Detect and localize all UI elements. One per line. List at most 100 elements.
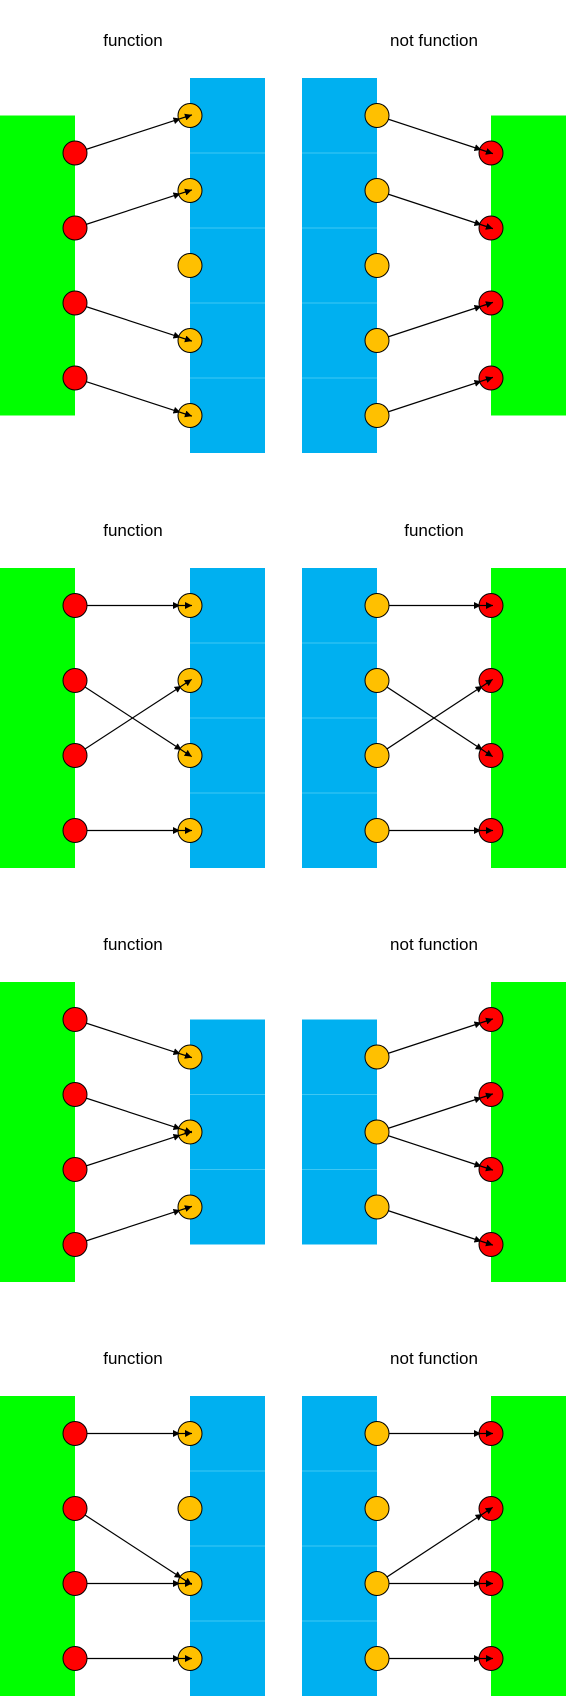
mapping-arrow-head [176, 188, 193, 196]
codomain-element-dot [364, 1496, 390, 1521]
domain-element-dot [62, 140, 88, 166]
domain-element-dot [62, 1232, 88, 1257]
domain-set-bar [491, 568, 566, 868]
panel-4-right: not function [302, 1349, 566, 1696]
mapping-arrow [376, 1513, 483, 1585]
domain-set-bar [0, 1396, 75, 1696]
mapping-arrow [376, 1096, 482, 1133]
codomain-element-dot [364, 103, 390, 128]
panel-1-right: not function [302, 31, 566, 453]
mapping-arrow-head [477, 1164, 494, 1172]
mapping-arrow [74, 1507, 182, 1579]
codomain-element-dot [364, 818, 390, 843]
mapping-arrow [376, 1206, 482, 1243]
codomain-element-dot [364, 403, 390, 428]
mapping-arrow [74, 679, 182, 751]
mapping-arrow [74, 1133, 181, 1171]
codomain-element-dot [177, 1496, 203, 1521]
mapping-arrow-head [477, 376, 494, 383]
panel-title: function [103, 521, 163, 540]
mapping-arrow-head [477, 148, 494, 155]
mapping-arrow [376, 685, 483, 757]
codomain-element-dot [364, 1571, 390, 1596]
domain-element-dot [62, 593, 88, 618]
panel-4-left: function [0, 1349, 265, 1696]
domain-set-bar [0, 568, 75, 868]
domain-element-dot [62, 818, 88, 843]
mapping-arrow-head [477, 223, 494, 230]
mapping-arrow [376, 114, 482, 152]
mapping-arrow-head [176, 335, 193, 343]
mapping-arrow [376, 379, 482, 417]
codomain-element-dot [364, 1044, 390, 1070]
mapping-arrow-head [176, 1130, 193, 1137]
mapping-arrow-head [177, 747, 193, 758]
codomain-element-dot [364, 328, 390, 353]
panel-title: function [404, 521, 464, 540]
codomain-element-dot [177, 253, 203, 278]
panel-title: not function [390, 935, 478, 954]
domain-set-bar [0, 982, 75, 1282]
panel-title: function [103, 31, 163, 50]
mapping-arrow-head [477, 1092, 494, 1100]
mapping-arrow [376, 189, 482, 227]
codomain-element-dot [364, 1119, 390, 1145]
domain-element-dot [62, 1571, 88, 1596]
mapping-arrow [74, 117, 181, 154]
domain-element-dot [62, 743, 88, 768]
mapping-arrow [376, 1131, 482, 1168]
mapping-arrow-head [176, 1205, 193, 1212]
mapping-arrow-head [176, 113, 193, 121]
domain-element-dot [62, 1421, 88, 1446]
domain-element-dot [62, 668, 88, 693]
domain-element-dot [62, 290, 88, 316]
domain-set-bar [491, 982, 566, 1282]
panel-3-left: function [0, 935, 265, 1282]
domain-set-bar [491, 1396, 566, 1696]
mapping-arrow [376, 1021, 482, 1058]
mapping-arrow-head [176, 410, 193, 418]
domain-element-dot [62, 1646, 88, 1671]
panel-title: not function [390, 1349, 478, 1368]
mapping-arrow [74, 1093, 181, 1131]
mapping-arrow [74, 192, 181, 229]
mapping-arrow [376, 304, 482, 342]
domain-element-dot [62, 1496, 88, 1521]
mapping-arrow [74, 685, 182, 757]
mapping-arrow-head [477, 301, 494, 308]
codomain-element-dot [364, 1421, 390, 1446]
mapping-arrow-head [176, 1052, 193, 1059]
panel-2-right: function [302, 521, 566, 868]
mapping-arrow [74, 1018, 181, 1056]
mapping-arrow [74, 302, 181, 339]
codomain-element-dot [364, 593, 390, 618]
domain-set-bar [0, 115, 75, 416]
domain-element-dot [62, 1082, 88, 1107]
codomain-element-dot [364, 178, 390, 203]
panel-2-left: function [0, 521, 265, 868]
codomain-element-dot [364, 668, 390, 693]
codomain-element-dot [364, 253, 390, 278]
mapping-arrow-head [478, 747, 494, 758]
domain-element-dot [62, 1157, 88, 1182]
codomain-element-dot [364, 1646, 390, 1671]
panel-title: function [103, 1349, 163, 1368]
mapping-arrow [74, 377, 181, 414]
domain-set-bar [491, 115, 566, 416]
codomain-element-dot [364, 743, 390, 768]
mapping-arrow-head [478, 678, 494, 689]
panel-3-right: not function [302, 935, 566, 1282]
domain-element-dot [62, 215, 88, 241]
panel-title: function [103, 935, 163, 954]
mapping-arrow [376, 679, 483, 751]
mapping-arrow-head [478, 1506, 494, 1517]
domain-element-dot [62, 365, 88, 391]
panel-1-left: function [0, 31, 265, 453]
mapping-arrow-head [477, 1239, 494, 1247]
panel-title: not function [390, 31, 478, 50]
domain-element-dot [62, 1007, 88, 1032]
mapping-arrow-head [477, 1017, 494, 1025]
mapping-arrow-head [177, 678, 193, 689]
codomain-element-dot [364, 1194, 390, 1220]
